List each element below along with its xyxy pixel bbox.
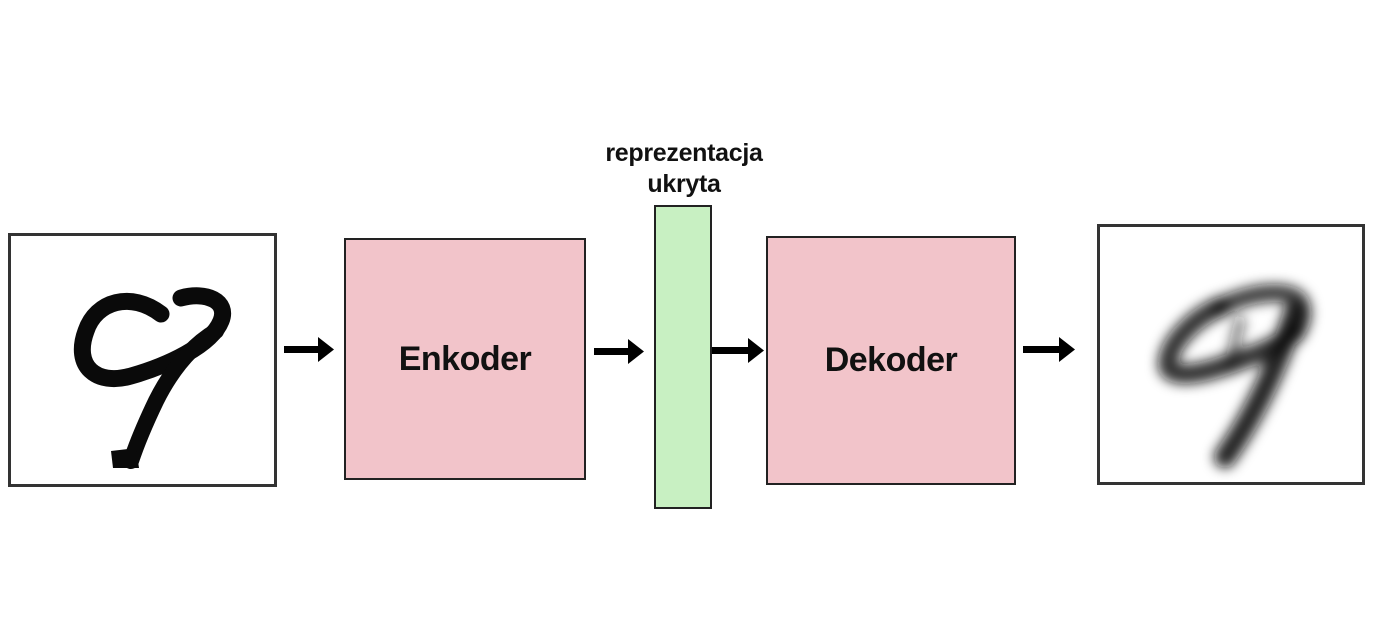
arrow-decoder-to-output bbox=[1023, 336, 1077, 364]
encoder-block: Enkoder bbox=[344, 238, 586, 480]
arrow-input-to-encoder bbox=[284, 336, 336, 364]
decoder-label: Dekoder bbox=[824, 341, 958, 379]
decoder-block: Dekoder bbox=[766, 236, 1016, 485]
encoder-label: Enkoder bbox=[398, 339, 532, 378]
arrow-encoder-to-latent bbox=[594, 338, 646, 366]
output-image bbox=[1097, 224, 1365, 485]
latent-label-line2: ukryta bbox=[647, 170, 721, 198]
latent-representation-label: reprezentacja ukryta bbox=[590, 138, 778, 200]
input-image bbox=[8, 233, 277, 487]
latent-vector bbox=[654, 205, 712, 509]
latent-label-line1: reprezentacja bbox=[605, 139, 763, 167]
handwritten-digit-9-icon bbox=[73, 287, 232, 469]
blurry-digit-9-icon bbox=[1158, 283, 1312, 468]
arrow-latent-to-decoder bbox=[712, 337, 766, 365]
